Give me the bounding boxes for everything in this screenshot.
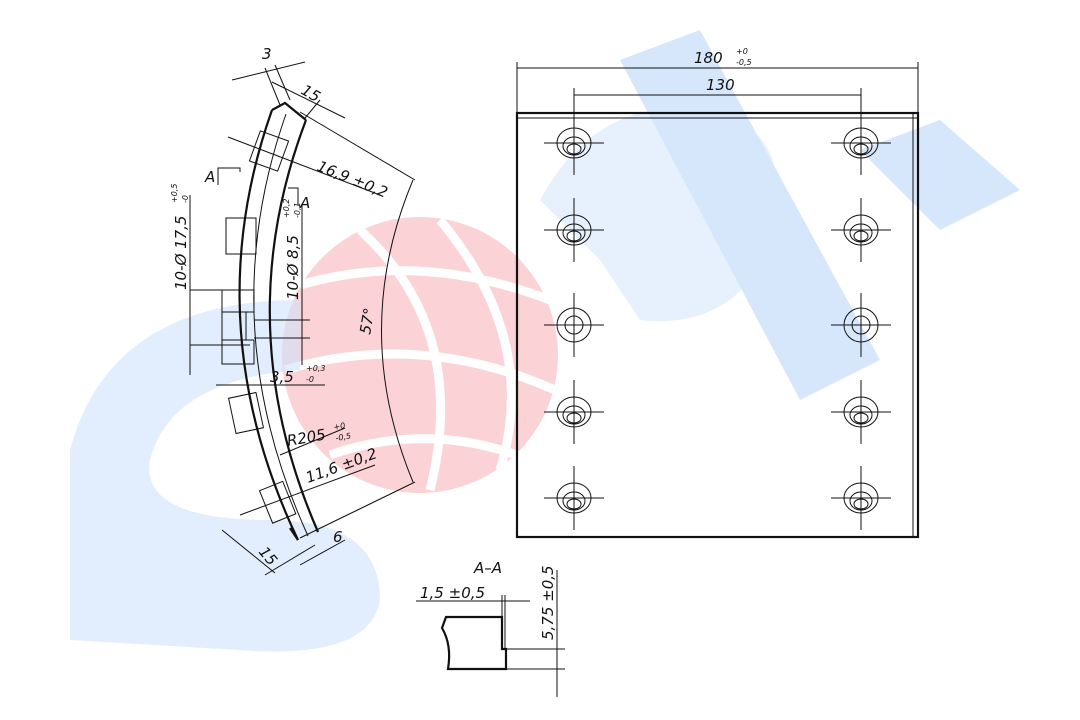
svg-text:+0: +0 — [333, 421, 346, 432]
dim-16-9: 16,9 ±0,2 — [315, 157, 391, 202]
watermark-logo — [70, 30, 1020, 652]
dim-5-75: 5,75 ±0,5 — [539, 565, 557, 640]
dim-width-180: 180 — [694, 49, 723, 67]
svg-text:+0,5: +0,5 — [170, 184, 179, 203]
dim-1-5: 1,5 ±0,5 — [420, 584, 485, 602]
rivet-hole — [544, 111, 604, 175]
svg-text:-0: -0 — [181, 195, 190, 203]
svg-text:+0,2: +0,2 — [282, 199, 291, 218]
rivet-hole — [831, 198, 891, 262]
dim-hole-17-5: 10-Ø 17,5 — [172, 216, 190, 290]
rivet-hole — [544, 380, 604, 444]
svg-text:-0,5: -0,5 — [335, 431, 352, 443]
svg-text:+0,3: +0,3 — [306, 364, 325, 373]
dim-6: 6 — [333, 528, 343, 546]
section-mark-right: A — [299, 194, 310, 212]
svg-text:-0,5: -0,5 — [736, 58, 752, 67]
section-a-a: A–A 1,5 ±0,5 5,75 ±0,5 — [416, 559, 565, 697]
dim-15-top: 15 — [298, 81, 324, 106]
dim-3: 3 — [262, 45, 272, 63]
section-mark-left: A — [204, 168, 215, 186]
rivet-hole — [544, 293, 604, 357]
rivet-hole — [831, 380, 891, 444]
front-view: 180 +0 -0,5 130 — [515, 47, 920, 539]
svg-text:+0: +0 — [736, 47, 748, 56]
rivet-hole — [831, 111, 891, 175]
side-view: 3 15 16,9 ±0,2 57° A A 10-Ø 17,5 +0,5 -0… — [170, 45, 416, 576]
dim-3-5: 3,5 — [270, 368, 294, 386]
dim-hole-spacing: 130 — [706, 76, 735, 94]
section-title: A–A — [473, 559, 502, 577]
rivet-hole — [831, 293, 891, 357]
svg-text:-0: -0 — [306, 375, 314, 384]
svg-text:-0,1: -0,1 — [293, 202, 302, 218]
dim-hole-8-5: 10-Ø 8,5 — [284, 235, 302, 300]
dim-angle: 57° — [356, 306, 378, 335]
rivet-hole — [544, 198, 604, 262]
rivet-holes — [544, 111, 891, 530]
hatched-section — [221, 289, 255, 365]
rivet-hole — [831, 466, 891, 530]
rivet-hole — [544, 466, 604, 530]
